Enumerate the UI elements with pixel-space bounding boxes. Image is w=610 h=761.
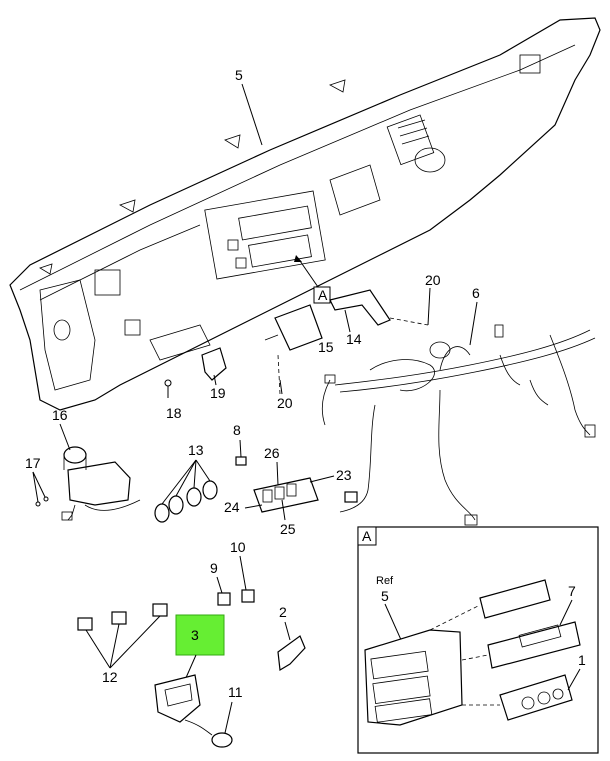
detail-a-marker: A [294,255,331,304]
detail-ref-number: 5 [381,588,389,604]
callout-14: 14 [346,331,362,347]
callout-19: 19 [210,385,226,401]
callout-6: 6 [472,285,480,301]
callout-11: 11 [228,684,243,700]
callout-15: 15 [318,339,334,355]
svg-text:A: A [318,287,328,303]
callout-8: 8 [233,422,241,438]
highlight-part-3[interactable] [175,614,225,656]
part-3-body [154,674,201,723]
part-9 [217,592,231,606]
callout-16: 16 [52,407,68,423]
part-2 [277,635,306,671]
callout-17: 17 [25,455,41,471]
detail-ref-label: Ref [376,575,394,587]
callout-13: 13 [188,442,204,458]
part-19 [201,347,227,381]
reservoir-16 [61,446,141,521]
parts-12 [77,603,168,631]
callout-20-bottom: 20 [277,395,293,411]
callout-18: 18 [166,405,182,421]
part-11 [184,719,233,748]
callout-5: 5 [235,67,243,83]
bracket-14 [329,289,391,326]
part-10 [241,589,255,603]
clip-18 [164,379,172,398]
detail-a-panel: A Ref 5 7 1 [357,526,599,754]
callout-25: 25 [280,521,296,537]
callout-3: 3 [191,627,199,643]
callout-10: 10 [230,539,246,555]
wiring-harness [321,324,596,526]
callout-20-top: 20 [425,272,441,288]
bracket-15 [274,304,323,351]
callout-26: 26 [264,445,280,461]
callout-9: 9 [210,560,218,576]
switch-panel [253,477,358,513]
callout-2: 2 [279,604,287,620]
callout-7: 7 [568,583,576,599]
detail-a-label: A [362,528,372,544]
part-8 [235,456,247,466]
callout-24: 24 [224,499,240,515]
instrument-panel [9,17,601,411]
callout-23: 23 [336,467,352,483]
rings-13 [154,480,218,523]
callout-12: 12 [102,669,118,685]
callout-1: 1 [578,652,586,668]
